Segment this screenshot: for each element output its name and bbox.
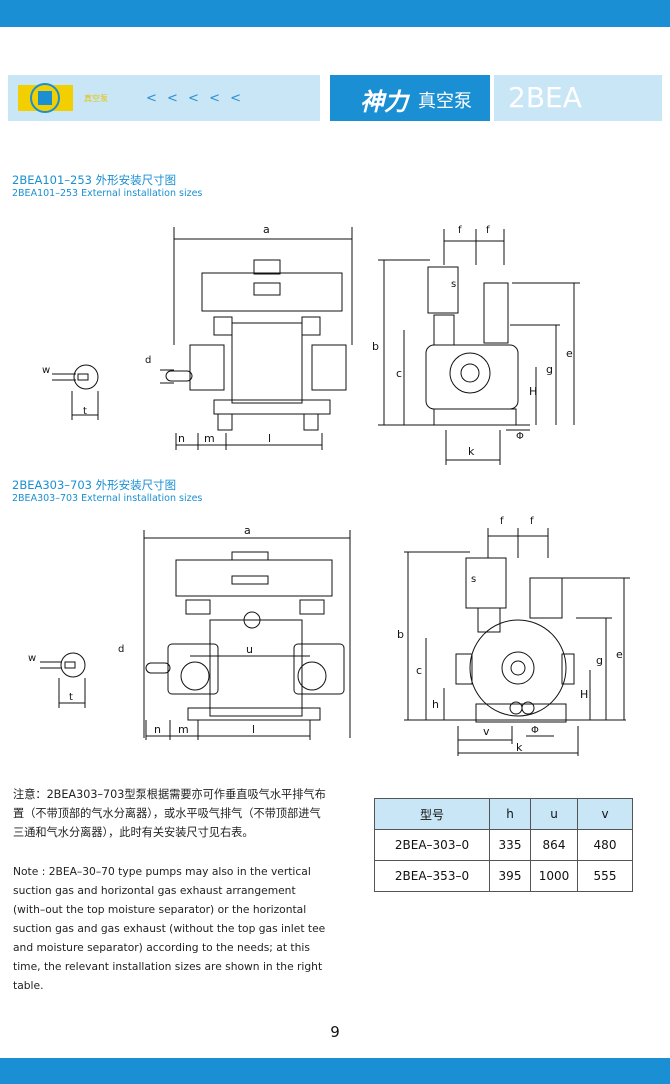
dim-a-1: a	[263, 223, 270, 236]
dim-m-1: m	[204, 432, 215, 445]
dim-H-1: H	[529, 385, 537, 398]
pump-side-view-2	[404, 528, 630, 756]
cell-h: 395	[489, 860, 531, 892]
dim-h-2: h	[432, 698, 439, 711]
dim-d-1: d	[145, 355, 151, 366]
header-v: v	[577, 798, 633, 830]
dim-m-2: m	[178, 723, 189, 736]
dim-e-1: e	[566, 347, 573, 360]
section2-subtitle: 2BEA303–703 External installation sizes	[12, 493, 203, 504]
header-brand-panel: 神力 真空泵	[330, 75, 490, 121]
brand-name: 神力	[360, 87, 408, 116]
dim-s-2: s	[471, 574, 476, 585]
dim-a-2: a	[244, 524, 251, 537]
header-model: 型号	[374, 798, 490, 830]
section1-subtitle: 2BEA101–253 External installation sizes	[12, 188, 203, 199]
model-title: 2BEA	[508, 81, 582, 114]
size-table: 型号 h u v 2BEA–303–0 335 864 480 2BEA–353…	[374, 798, 633, 892]
drawing-2bea101-253: w t a d n m l	[42, 223, 580, 465]
dim-b-1: b	[372, 340, 379, 353]
dim-f-1a: f	[458, 225, 462, 236]
shaft-section-1	[52, 364, 99, 420]
header-h: h	[489, 798, 531, 830]
brand-logo	[18, 83, 73, 113]
dim-b-2: b	[397, 628, 404, 641]
dim-H-2: H	[580, 688, 588, 701]
section1-title: 2BEA101–253 外形安装尺寸图	[12, 173, 177, 187]
dim-c-2: c	[416, 664, 422, 677]
dim-k-1: k	[468, 445, 475, 458]
logo-subtitle: 真空泵	[84, 94, 108, 103]
dim-k-2: k	[516, 741, 523, 754]
cell-h: 335	[489, 829, 531, 861]
dim-f-1b: f	[486, 225, 490, 236]
cell-v: 555	[577, 860, 633, 892]
dim-l-2: l	[252, 723, 255, 736]
cell-model: 2BEA–303–0	[374, 829, 490, 861]
dim-phi-1: Φ	[516, 431, 524, 442]
header-u: u	[530, 798, 578, 830]
dim-u-2: u	[246, 643, 253, 656]
cell-u: 1000	[530, 860, 578, 892]
header-model-panel: 2BEA	[494, 75, 662, 121]
dim-w-2: w	[28, 653, 36, 664]
dim-w-1: w	[42, 365, 50, 376]
cell-v: 480	[577, 829, 633, 861]
pump-side-view-1	[378, 229, 580, 465]
dim-g-1: g	[546, 363, 553, 376]
dim-f-2b: f	[530, 516, 534, 527]
dim-e-2: e	[616, 648, 623, 661]
dim-t-1: t	[83, 406, 87, 417]
cell-u: 864	[530, 829, 578, 861]
pump-front-view-1	[160, 227, 353, 450]
pump-front-view-2	[143, 530, 351, 740]
table-header-row: 型号 h u v	[374, 798, 633, 830]
chevron-decoration: < < < < <	[146, 91, 244, 106]
page-number: 9	[330, 1023, 340, 1041]
dim-t-2: t	[69, 692, 73, 703]
bottom-color-bar	[0, 1058, 670, 1084]
shaft-section-2	[40, 652, 86, 708]
dim-n-1: n	[178, 432, 185, 445]
note-english: Note : 2BEA–30–70 type pumps may also in…	[13, 865, 326, 992]
section2-title: 2BEA303–703 外形安装尺寸图	[12, 478, 177, 492]
dim-v-2: v	[483, 725, 490, 738]
dim-f-2a: f	[500, 516, 504, 527]
dim-d-2: d	[118, 644, 124, 655]
note-chinese: 注意：2BEA303–703型泵根据需要亦可作垂直吸气水平排气布置（不带顶部的气…	[13, 788, 326, 839]
dim-l-1: l	[268, 432, 271, 445]
dim-n-2: n	[154, 723, 161, 736]
top-color-bar	[0, 0, 670, 27]
drawing-2bea303-703: w t a d u n m l	[28, 516, 630, 756]
dim-phi-2: Φ	[531, 725, 539, 736]
table-row: 2BEA–353–0 395 1000 555	[374, 860, 633, 892]
brand-subtitle: 真空泵	[418, 91, 472, 112]
cell-model: 2BEA–353–0	[374, 860, 490, 892]
table-row: 2BEA–303–0 335 864 480	[374, 829, 633, 861]
dim-c-1: c	[396, 367, 402, 380]
dim-g-2: g	[596, 654, 603, 667]
header-left-panel: 真空泵 < < < < <	[8, 75, 320, 121]
dim-s-1: s	[451, 279, 456, 290]
page-header: 真空泵 < < < < < 神力 真空泵 2BEA	[8, 75, 662, 121]
